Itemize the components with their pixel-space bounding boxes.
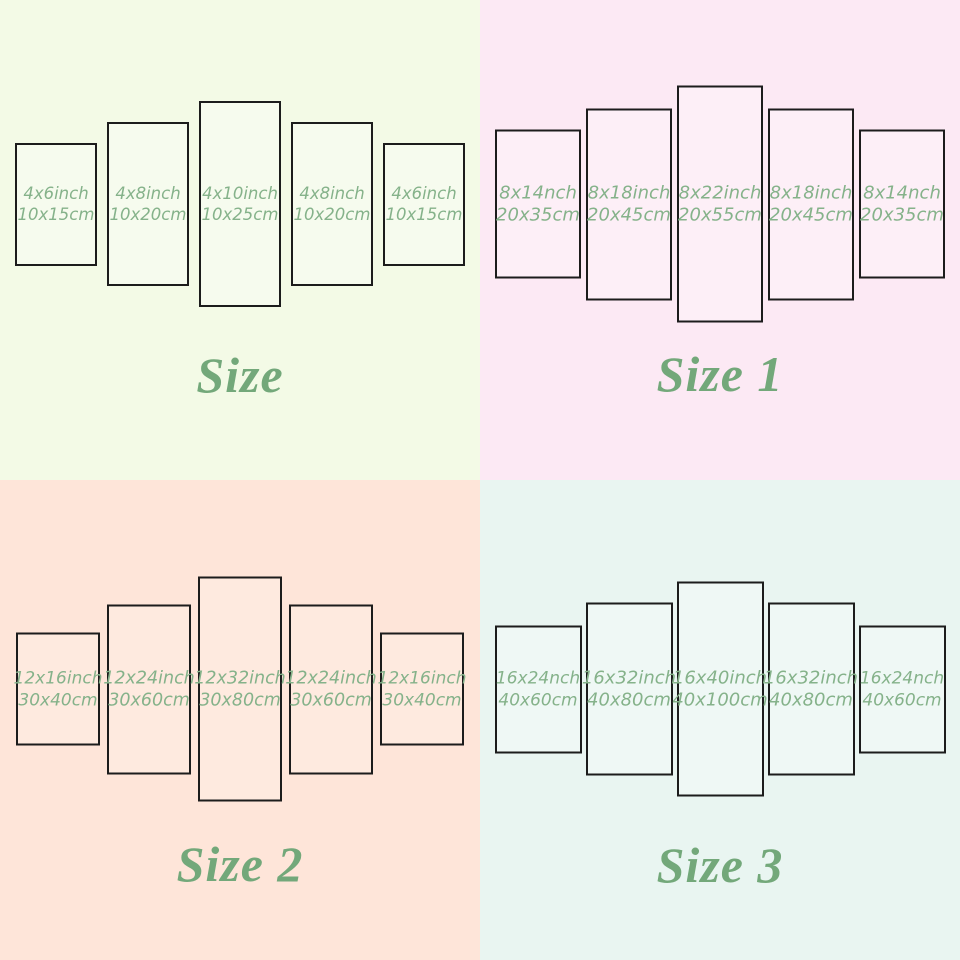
panel-cm-label: 10x20cm — [293, 205, 371, 224]
panel-cm-label: 10x25cm — [201, 205, 279, 224]
size-title: Size — [196, 347, 284, 403]
panel-inch-label: 4x6inch — [391, 184, 457, 203]
size-chart-quadrant-3: 16x24nch 40x60cm 16x32inch 40x80cm 16x40… — [480, 480, 960, 960]
panel-cm-label: 20x35cm — [860, 204, 944, 225]
canvas-panel: 4x6inch 10x15cm — [15, 142, 97, 266]
panel-inch-label: 12x24inch — [103, 668, 195, 688]
canvas-panel: 16x32inch 40x80cm — [582, 602, 676, 776]
panel-inch-label: 8x14nch — [499, 182, 577, 203]
panel-cm-label: 20x35cm — [496, 204, 580, 225]
panel-cm-label: 30x80cm — [199, 690, 281, 710]
panel-cm-label: 30x60cm — [290, 690, 372, 710]
panel-inch-label: 12x16inch — [377, 668, 467, 688]
panel-row: 4x6inch 10x15cm 4x8inch 10x20cm 4x10inch… — [0, 101, 480, 307]
canvas-panel: 4x6inch 10x15cm — [383, 142, 465, 266]
panel-inch-label: 4x10inch — [202, 184, 278, 203]
panel-cm-label: 30x40cm — [382, 690, 462, 710]
canvas-panel: 16x24nch 40x60cm — [858, 625, 946, 753]
canvas-panel: 12x24inch 30x60cm — [285, 604, 377, 774]
panel-inch-label: 16x32inch — [763, 667, 859, 688]
canvas-panel: 8x18inch 20x45cm — [768, 108, 854, 300]
panel-cm-label: 40x80cm — [587, 689, 671, 710]
panel-inch-label: 4x8inch — [299, 184, 365, 203]
panel-cm-label: 40x80cm — [769, 689, 853, 710]
panel-inch-label: 8x18inch — [587, 182, 671, 203]
canvas-panel: 16x32inch 40x80cm — [764, 602, 858, 776]
panel-inch-label: 4x8inch — [115, 184, 181, 203]
panel-inch-label: 8x18inch — [769, 182, 853, 203]
canvas-panel: 8x22inch 20x55cm — [677, 85, 763, 323]
panel-cm-label: 30x40cm — [18, 690, 98, 710]
panel-inch-label: 16x32inch — [581, 667, 677, 688]
size-chart-quadrant-1: 8x14nch 20x35cm 8x18inch 20x45cm 8x22inc… — [480, 0, 960, 480]
panel-cm-label: 20x45cm — [587, 204, 671, 225]
panel-row: 8x14nch 20x35cm 8x18inch 20x45cm 8x22inc… — [480, 85, 960, 323]
canvas-panel: 12x16inch 30x40cm — [377, 632, 467, 746]
panel-inch-label: 4x6inch — [23, 184, 89, 203]
canvas-panel: 4x10inch 10x25cm — [199, 101, 281, 307]
panel-cm-label: 10x20cm — [109, 205, 187, 224]
panel-row: 16x24nch 40x60cm 16x32inch 40x80cm 16x40… — [480, 581, 960, 797]
canvas-panel: 8x14nch 20x35cm — [859, 129, 945, 279]
size-title: Size 1 — [656, 346, 784, 402]
panel-cm-label: 40x60cm — [862, 690, 942, 710]
canvas-panel: 16x40inch 40x100cm — [672, 581, 768, 797]
panel-row: 12x16inch 30x40cm 12x24inch 30x60cm 12x3… — [0, 576, 480, 802]
panel-cm-label: 20x55cm — [678, 204, 762, 225]
size-title: Size 3 — [656, 837, 784, 893]
size-chart-quadrant-2: 12x16inch 30x40cm 12x24inch 30x60cm 12x3… — [0, 480, 480, 960]
panel-inch-label: 8x22inch — [678, 182, 762, 203]
panel-cm-label: 20x45cm — [769, 204, 853, 225]
panel-inch-label: 12x32inch — [194, 668, 286, 688]
panel-inch-label: 16x40inch — [672, 667, 768, 688]
canvas-panel: 4x8inch 10x20cm — [107, 122, 189, 286]
panel-cm-label: 40x100cm — [672, 689, 768, 710]
canvas-panel: 12x24inch 30x60cm — [103, 604, 195, 774]
panel-inch-label: 12x16inch — [13, 668, 103, 688]
panel-cm-label: 10x15cm — [17, 205, 95, 224]
panel-cm-label: 10x15cm — [385, 205, 463, 224]
canvas-panel: 8x18inch 20x45cm — [586, 108, 672, 300]
canvas-panel: 4x8inch 10x20cm — [291, 122, 373, 286]
panel-inch-label: 12x24inch — [285, 668, 377, 688]
panel-inch-label: 16x24nch — [495, 668, 581, 688]
canvas-panel: 8x14nch 20x35cm — [495, 129, 581, 279]
canvas-panel: 16x24nch 40x60cm — [494, 625, 582, 753]
size-chart-quadrant-default: 4x6inch 10x15cm 4x8inch 10x20cm 4x10inch… — [0, 0, 480, 480]
size-title: Size 2 — [176, 836, 304, 892]
panel-inch-label: 16x24nch — [859, 668, 945, 688]
panel-cm-label: 40x60cm — [498, 690, 578, 710]
panel-inch-label: 8x14nch — [863, 182, 941, 203]
canvas-panel: 12x16inch 30x40cm — [13, 632, 103, 746]
panel-cm-label: 30x60cm — [108, 690, 190, 710]
canvas-panel: 12x32inch 30x80cm — [194, 576, 286, 802]
